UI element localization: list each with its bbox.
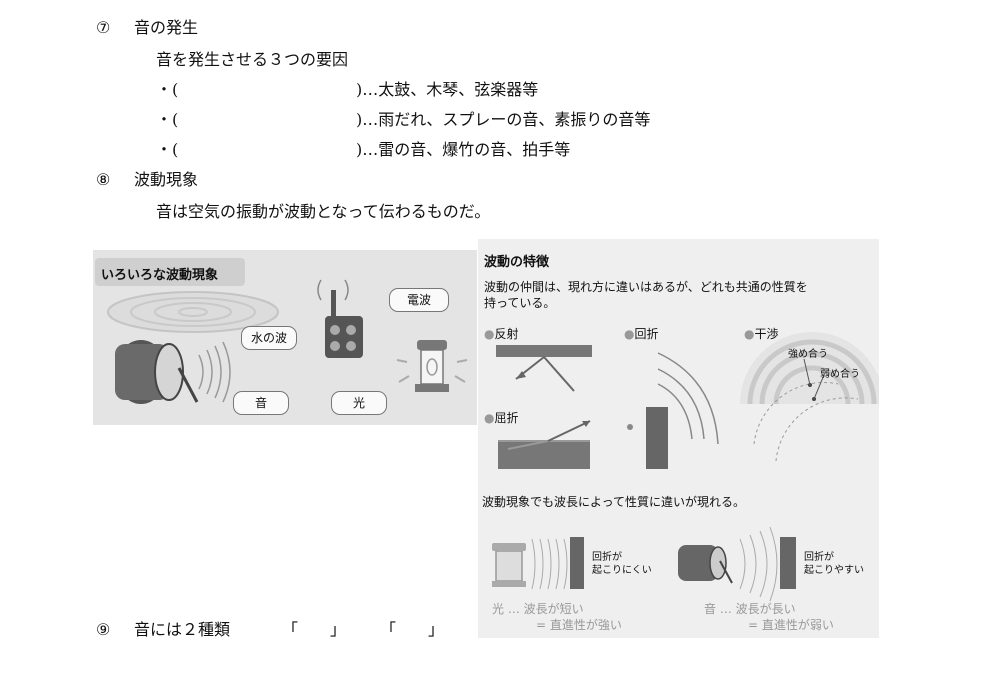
wave-characteristics-title: 波動の特徴 [484, 255, 550, 270]
factor-examples: 雷の音、爆竹の音、拍手等 [378, 140, 571, 159]
section9-quote1: 「 」 [282, 620, 347, 639]
water-wave-label: 水の波 [241, 326, 297, 350]
wavelength-note: 波動現象でも波長によって性質に違いが現れる。 [482, 495, 746, 509]
refraction-label: ●屈折 [484, 411, 519, 425]
section9-text: 音には２種類 [134, 620, 231, 639]
sound-caption: 音 … 波長が長い = 直進性が弱い [704, 602, 834, 632]
factor-bullet: ・( [156, 80, 179, 99]
diffraction-label: ●回折 [624, 327, 659, 341]
section7-intro: 音を発生させる３つの要因 [156, 50, 349, 69]
factor-close: )… [356, 110, 379, 129]
factor-row: ・( [156, 110, 178, 130]
bullet-dot-icon: ● [744, 327, 755, 341]
factor-row-tail: )…太鼓、木琴、弦楽器等 [356, 80, 538, 100]
factor-row-tail: )…雷の音、爆竹の音、拍手等 [356, 140, 570, 160]
wave-characteristics-illustration [478, 239, 879, 638]
sound-diffraction-note: 回折が 起こりやすい [804, 552, 864, 576]
wave-characteristics-figure: 波動の特徴 波動の仲間は、現れ方に違いはあるが、どれも共通の性質を 持っている。… [478, 239, 879, 638]
section8-number: ⑧ [96, 170, 111, 189]
strengthen-label: 強め合う [788, 349, 828, 360]
light-label: 光 [331, 391, 387, 415]
wave-phenomena-illustration [93, 250, 477, 425]
bullet-dot-icon: ● [484, 411, 495, 425]
factor-row: ・( [156, 80, 178, 100]
section7-title: 音の発生 [134, 18, 199, 37]
reflection-label: ●反射 [484, 327, 519, 341]
factor-close: )… [356, 140, 379, 159]
bullet-dot-icon: ● [624, 327, 635, 341]
intro-line: 波動の仲間は、現れ方に違いはあるが、どれも共通の性質を [484, 280, 808, 294]
sound-label: 音 [233, 391, 289, 415]
section7-number: ⑦ [96, 18, 111, 37]
wave-phenomena-title: いろいろな波動現象 [101, 268, 219, 283]
factor-examples: 雨だれ、スプレーの音、素振りの音等 [378, 110, 651, 129]
characteristics-intro: 波動の仲間は、現れ方に違いはあるが、どれも共通の性質を 持っている。 [484, 279, 808, 311]
factor-row: ・( [156, 140, 178, 160]
section8-title: 波動現象 [134, 170, 199, 189]
light-diffraction-note: 回折が 起こりにくい [592, 552, 652, 576]
factor-examples: 太鼓、木琴、弦楽器等 [378, 80, 539, 99]
section9-quote2: 「 」 [380, 620, 445, 639]
intro-line: 持っている。 [484, 296, 556, 310]
factor-close: )… [356, 80, 379, 99]
factor-bullet: ・( [156, 110, 179, 129]
light-caption: 光 … 波長が短い = 直進性が強い [492, 602, 622, 632]
interference-label: ●干渉 [744, 327, 779, 341]
section8-body: 音は空気の振動が波動となって伝わるものだ。 [156, 202, 491, 221]
weaken-label: 弱め合う [820, 369, 860, 380]
factor-bullet: ・( [156, 140, 179, 159]
section9-number: ⑨ [96, 620, 111, 639]
wave-phenomena-figure: いろいろな波動現象 水の波 電波 音 光 [93, 250, 477, 425]
factor-row-tail: )…雨だれ、スプレーの音、素振りの音等 [356, 110, 650, 130]
bullet-dot-icon: ● [484, 327, 495, 341]
radio-wave-label: 電波 [389, 288, 449, 312]
